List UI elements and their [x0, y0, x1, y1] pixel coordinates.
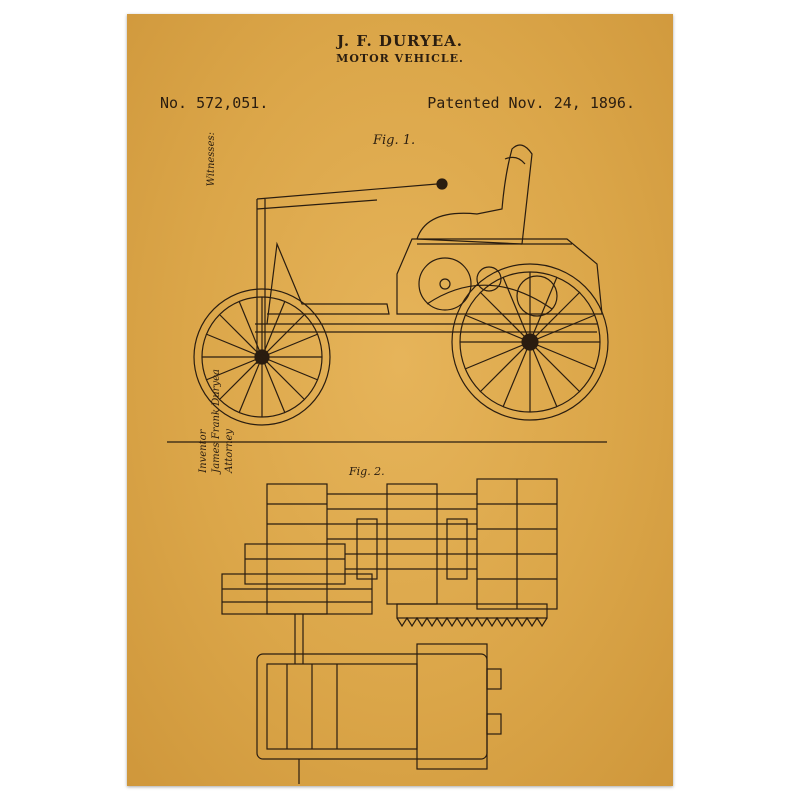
fig2-label: Fig. 2.	[349, 465, 385, 478]
patent-sheet: J. F. DURYEA. MOTOR VEHICLE. No. 572,051…	[127, 14, 673, 786]
inventor-name: J. F. DURYEA.	[336, 32, 464, 50]
patent-number: No. 572,051.	[160, 94, 269, 112]
front-wheel	[193, 288, 331, 426]
left-pulley-stack	[221, 483, 373, 615]
engine-block	[256, 643, 502, 784]
fig1-vehicle-drawing	[167, 144, 609, 443]
fig1-label: Fig. 1.	[373, 133, 416, 148]
shaft-bundle	[327, 483, 477, 605]
right-pulley-stack	[476, 478, 558, 610]
fig2-transmission-drawing	[221, 478, 558, 784]
patent-title: MOTOR VEHICLE.	[336, 52, 464, 65]
patent-date: Patented Nov. 24, 1896.	[427, 94, 635, 112]
